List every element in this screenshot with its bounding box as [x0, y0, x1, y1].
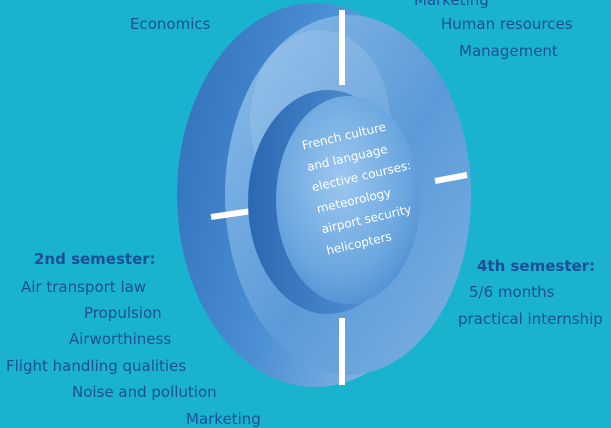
left-item-propulsion: Propulsion [84, 304, 162, 322]
divider-left [210, 208, 253, 220]
top-right-item-marketing: Marketing [414, 0, 489, 9]
inner-face [276, 96, 420, 304]
left-item-marketing: Marketing [186, 410, 261, 428]
right-item-duration: 5/6 months [469, 283, 555, 301]
top-right-item-management: Management [459, 42, 558, 60]
economics-label: Economics [130, 15, 211, 33]
divider-right [434, 172, 468, 184]
left-item-flight-handling: Flight handling qualities [6, 357, 187, 375]
left-item-noise-pollution: Noise and pollution [72, 383, 217, 401]
second-semester-heading: 2nd semester: [34, 250, 156, 268]
right-item-internship: practical internship [458, 310, 603, 328]
top-right-item-human-resources: Human resources [441, 15, 573, 33]
fourth-semester-heading: 4th semester: [477, 257, 596, 275]
left-item-air-transport-law: Air transport law [21, 278, 147, 296]
left-item-airworthiness: Airworthiness [69, 330, 172, 348]
